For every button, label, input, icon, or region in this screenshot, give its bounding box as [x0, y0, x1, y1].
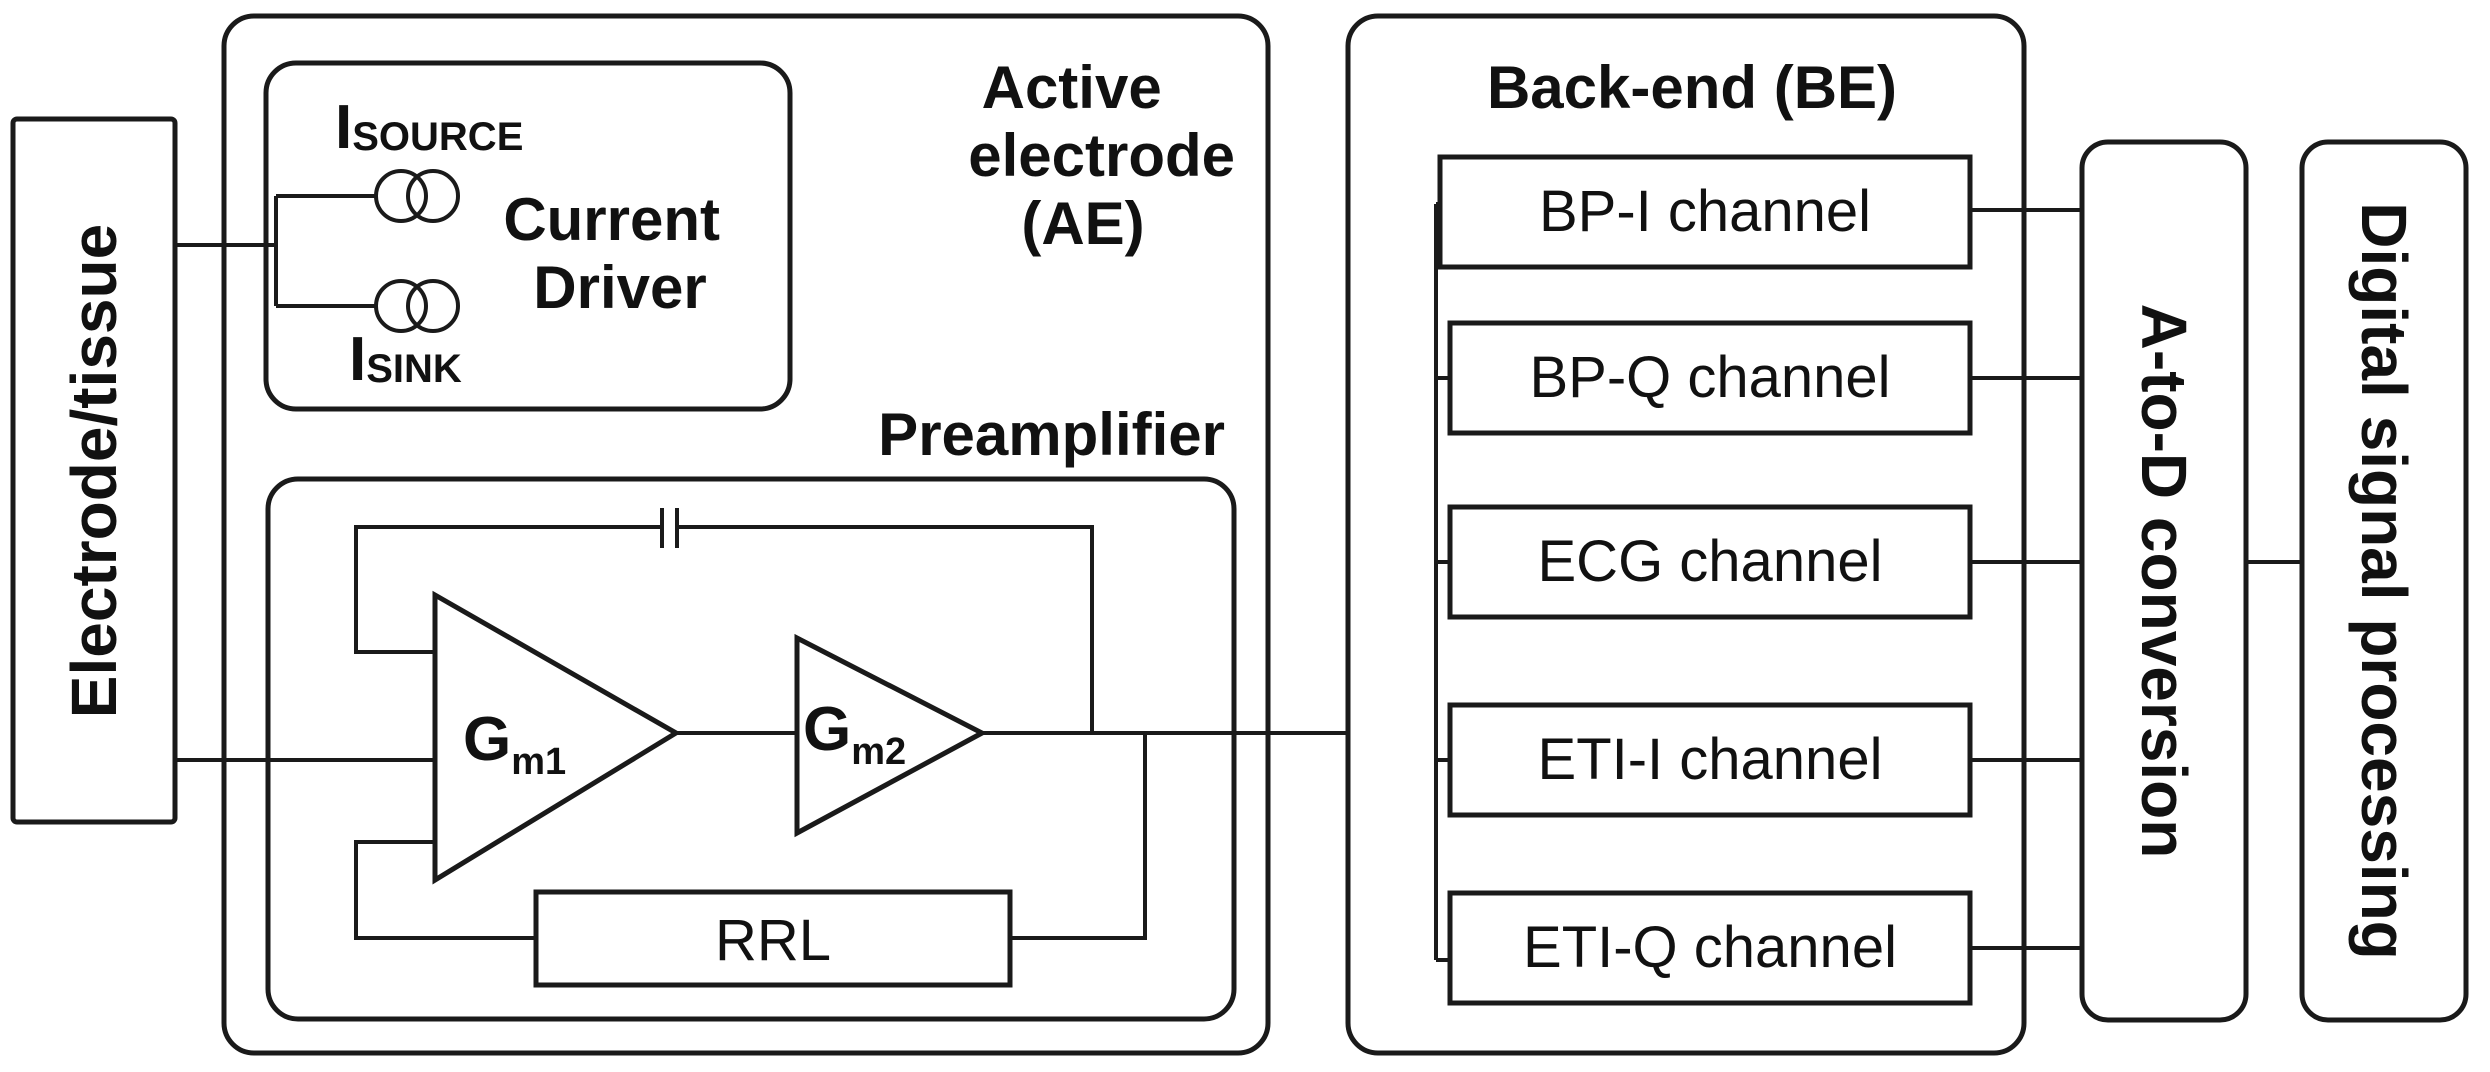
ae-label-line-3: (AE)	[1021, 190, 1144, 257]
current-driver-line-2: Driver	[533, 254, 706, 321]
channel-bp-q-label: BP-Q channel	[1529, 345, 1890, 410]
back-end-block: Back-end (BE) BP-I channel BP-Q channel …	[1345, 13, 2027, 1056]
gm1-label: Gm1	[463, 705, 566, 783]
rrl-block: RRL	[533, 889, 1013, 988]
channel-eti-q: ETI-Q channel	[1447, 890, 1973, 1006]
dsp-label: Digital signal processing	[2348, 202, 2420, 960]
current-driver-label: Current Driver	[503, 186, 736, 321]
gm1-amplifier	[432, 590, 681, 885]
channels-to-adc-wires	[1970, 208, 2082, 950]
channel-bp-i: BP-I channel	[1437, 154, 1973, 270]
feedback-path	[354, 525, 1094, 733]
electrode-tissue-label: Electrode/tissue	[58, 224, 130, 718]
adc-label: A-to-D conversion	[2128, 304, 2200, 859]
electrode-tissue-block: Electrode/tissue	[10, 116, 178, 825]
current-driver-rail	[274, 194, 376, 308]
channel-bp-q: BP-Q channel	[1447, 320, 1973, 436]
channel-eti-q-label: ETI-Q channel	[1523, 915, 1897, 980]
channel-ecg: ECG channel	[1447, 504, 1973, 620]
feedback-capacitor-icon	[660, 508, 679, 548]
channel-bp-i-label: BP-I channel	[1539, 179, 1871, 244]
back-end-label: Back-end (BE)	[1487, 54, 1897, 121]
channel-ecg-label: ECG channel	[1538, 529, 1883, 594]
preamplifier-label: Preamplifier	[878, 401, 1225, 468]
i-sink-label: ISINK	[349, 325, 462, 394]
dsp-block: Digital signal processing	[2299, 139, 2469, 1023]
channel-eti-i-label: ETI-I channel	[1538, 727, 1883, 792]
source-current-icon	[374, 169, 460, 223]
preamplifier-block: Preamplifier Gm1 Gm2 RRL	[265, 401, 1237, 1022]
rrl-label: RRL	[715, 908, 831, 973]
sink-current-icon	[374, 279, 460, 333]
i-source-label: ISOURCE	[335, 93, 523, 162]
rrl-path	[354, 733, 1147, 940]
gm2-amplifier	[794, 633, 988, 838]
current-driver-line-1: Current	[503, 186, 720, 253]
ae-label: Active electrode (AE)	[968, 54, 1251, 257]
ae-label-line-2: electrode	[968, 122, 1235, 189]
gm2-label: Gm2	[803, 695, 906, 773]
adc-block: A-to-D conversion	[2079, 139, 2249, 1023]
channel-eti-i: ETI-I channel	[1447, 702, 1973, 818]
current-driver-block: Current Driver ISOURCE ISINK	[263, 60, 793, 412]
ae-label-line-1: Active	[982, 54, 1162, 121]
